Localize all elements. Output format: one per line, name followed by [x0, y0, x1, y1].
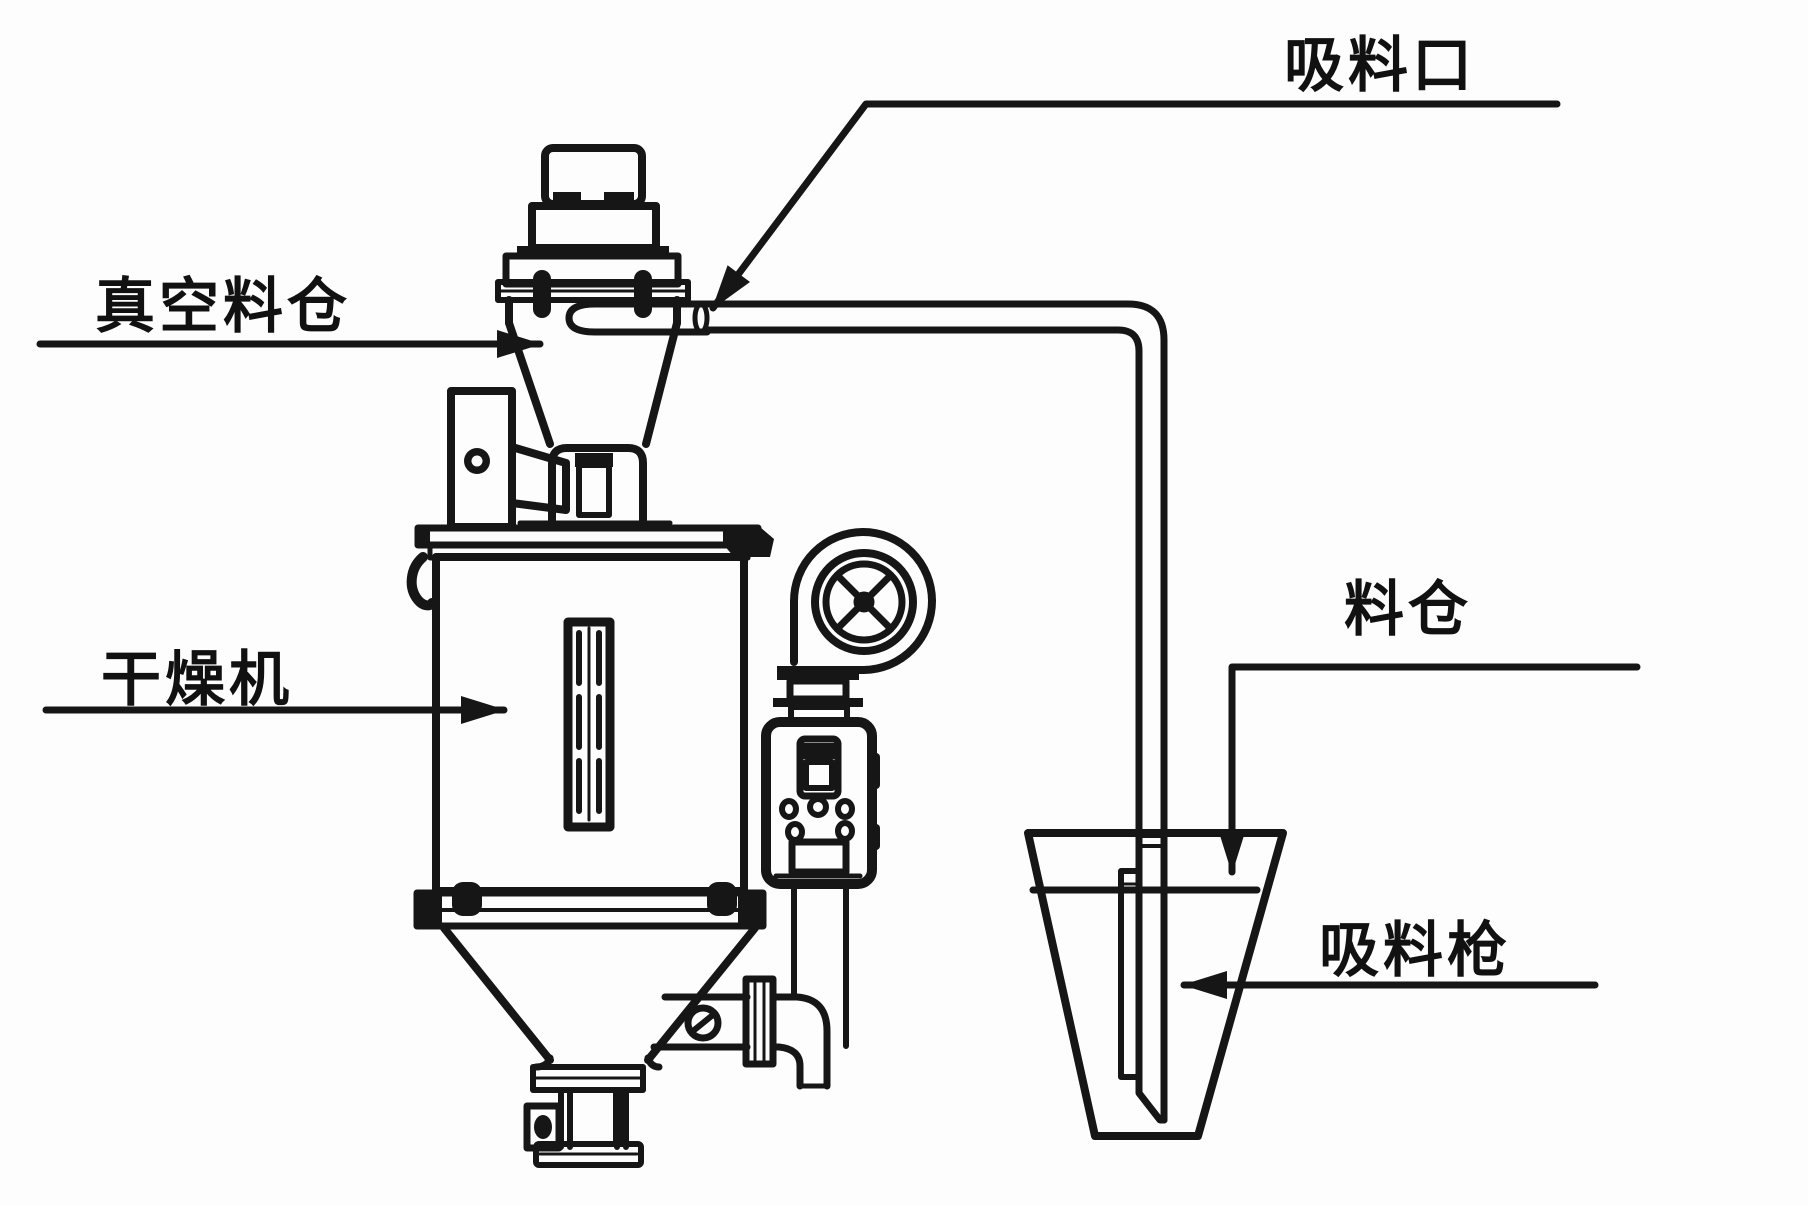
suction-pipe-drawing — [697, 300, 1168, 1124]
fan-outer-ring — [811, 549, 917, 655]
valve-brace — [508, 443, 570, 514]
control-lower-panel — [788, 838, 850, 876]
vacuum-hopper-drawing — [495, 144, 711, 448]
hopper-clamp-right — [634, 270, 652, 318]
suction-inlet-tube — [565, 300, 711, 336]
bottom-clamp-left — [452, 882, 482, 916]
control-display — [796, 735, 842, 800]
bottom-flange-cap-right — [738, 893, 763, 926]
bottom-clamp-right — [707, 882, 737, 916]
blower-volute — [790, 528, 936, 674]
discharge-valve-drawing — [447, 387, 673, 531]
pipe-outer-line — [697, 300, 1168, 1124]
control-button-3 — [835, 798, 855, 820]
bin-trapezoid — [1024, 829, 1287, 1140]
dryer-drawing — [406, 524, 831, 1168]
discharge-clamp-left — [523, 1102, 563, 1152]
side-pipe-top — [661, 993, 831, 1090]
blower-stack-bar1 — [777, 666, 859, 680]
control-box-legs — [791, 881, 849, 1049]
pipe-joint — [1137, 834, 1166, 848]
blower-drawing — [773, 528, 936, 726]
discharge-flange — [530, 1064, 646, 1093]
fan-inner-ring — [822, 560, 906, 644]
control-display-band — [800, 743, 838, 759]
control-button-4 — [785, 821, 805, 843]
labels-layer: 吸料口 真空料仓 干燥机 料仓 吸料枪 — [36, 32, 1641, 999]
cone-bolt-icon — [684, 1004, 722, 1042]
leader-material-bin — [1218, 663, 1641, 876]
bottom-flange-cap-left — [417, 893, 442, 926]
hopper-cap-foot-right — [604, 192, 634, 205]
control-box-body — [761, 717, 877, 889]
hopper-upper-box — [528, 202, 660, 252]
blower-stack-neck1 — [786, 677, 850, 703]
label-suction-inlet: 吸料口 — [1284, 32, 1476, 99]
discharge-clamp-left-pad — [534, 1115, 552, 1139]
sight-glass-frame — [563, 617, 615, 832]
lid-right-wedge — [723, 527, 774, 557]
hopper-black-band — [517, 246, 669, 257]
control-side-tab-bottom — [871, 824, 880, 850]
cone-bolt-slot — [690, 1011, 717, 1034]
dryer-lid-band1 — [414, 524, 762, 549]
label-vacuum-hopper: 真空料仓 — [95, 273, 351, 340]
side-pipe-flange-lines — [753, 980, 766, 1063]
discharge-clamp-right — [613, 1092, 625, 1142]
valve-neck-frame — [548, 444, 647, 528]
control-side-tab-top — [871, 753, 880, 789]
side-pipe-flange — [742, 975, 777, 1068]
label-material-bin: 料仓 — [1344, 576, 1472, 643]
side-pipe-bottom — [650, 1043, 804, 1090]
control-button-5 — [835, 820, 855, 842]
valve-slide-gate — [576, 462, 612, 518]
bracket-knob-hole — [471, 455, 483, 467]
hopper-clamp-left — [533, 270, 551, 318]
suction-gun-sleeve — [1118, 868, 1142, 1080]
discharge-bottom-plate — [533, 1141, 644, 1168]
blower-stack-bar2 — [773, 698, 863, 707]
control-button-2 — [807, 796, 829, 818]
leader-suction-inlet — [709, 100, 1561, 312]
hopper-cap-foot-left — [553, 192, 581, 205]
material-bin-drawing — [1024, 829, 1287, 1140]
lid-left-hook — [406, 552, 437, 611]
control-display-window — [803, 759, 835, 791]
control-button-1 — [779, 798, 799, 820]
label-dryer: 干燥机 — [101, 646, 293, 713]
label-suction-gun: 吸料枪 — [1319, 917, 1511, 984]
fan-hub — [853, 591, 875, 613]
fan-spokes-icon — [834, 572, 894, 632]
control-box-drawing — [761, 717, 880, 1049]
